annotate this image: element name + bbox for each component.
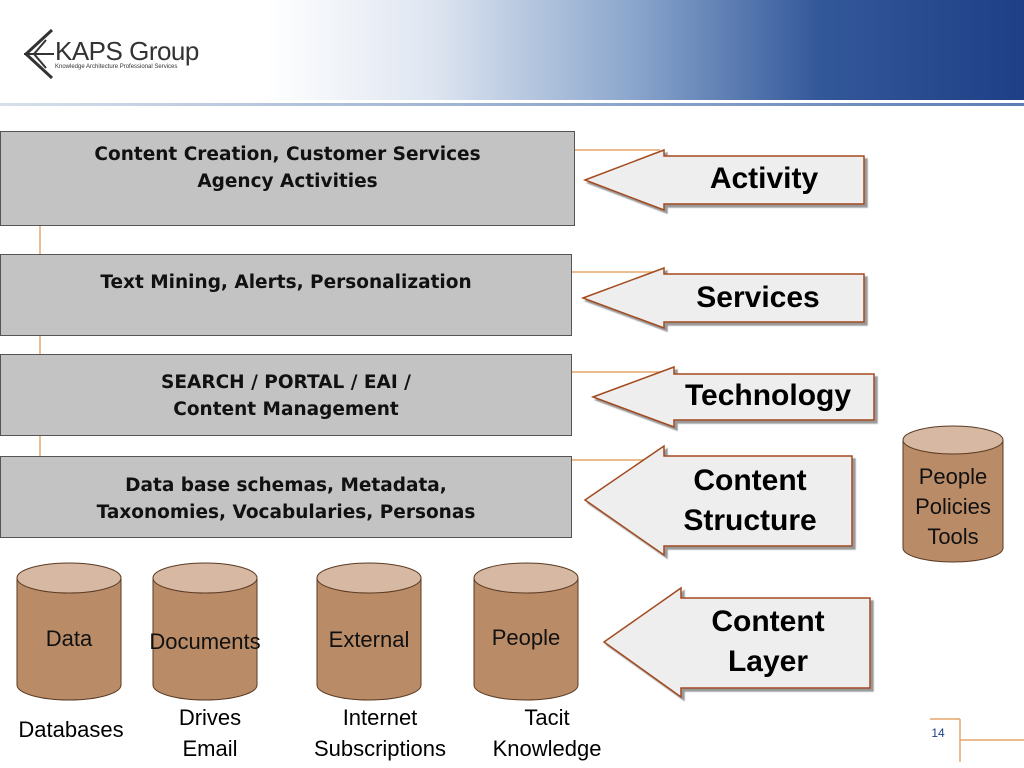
brand-name: KAPS Group [55, 36, 199, 66]
kaps-logo-icon [23, 28, 54, 80]
arrow-label-activity: Activity [664, 161, 864, 197]
arrow-label-line: Technology [684, 379, 852, 412]
cylinder-people [473, 562, 579, 701]
layer-box-services: Text Mining, Alerts, Personalization [0, 254, 572, 336]
arrow-content-structure [583, 444, 853, 557]
brand-tagline: Knowledge Architecture Professional Serv… [55, 64, 178, 70]
arrow-label-line: Services [696, 281, 820, 314]
arrow-content-layer [602, 586, 871, 699]
caption-line: Drives [178, 705, 242, 730]
arrow-activity [582, 148, 865, 212]
page-number: 14 [931, 726, 945, 740]
arrow-label-content-layer: Content Layer [668, 602, 868, 682]
cylinder-label-data: Data [45, 626, 93, 651]
layer-box-content-structure: Data base schemas, Metadata, Taxonomies,… [0, 456, 572, 538]
cylinder-label-external: External [328, 627, 410, 652]
caption-line: Email [182, 736, 238, 761]
arrow-label-services: Services [658, 280, 858, 316]
arrow-label-content-structure: Content Structure [650, 461, 850, 541]
layer-box-line: Data base schemas, Metadata, [125, 475, 447, 496]
layer-box-activity: Content Creation, Customer Services Agen… [0, 131, 575, 226]
slide-header: KAPS Group Knowledge Architecture Profes… [0, 0, 1024, 110]
caption-line: Internet [342, 705, 418, 730]
arrow-technology [590, 365, 875, 429]
side-cylinder-line: People [918, 464, 988, 489]
cylinder-people-policies-tools [902, 425, 1004, 563]
caption-internet-subscriptions: Internet Subscriptions [295, 702, 465, 764]
layer-box-line: Taxonomies, Vocabularies, Personas [96, 502, 476, 523]
cylinder-label-people: People [491, 625, 561, 650]
side-cylinder-line: Tools [927, 524, 979, 549]
layer-box-technology: SEARCH / PORTAL / EAI / Content Manageme… [0, 354, 572, 436]
layer-box-line: Content Management [173, 399, 399, 420]
caption-drives-email: Drives Email [150, 702, 270, 764]
cylinder-label-documents: Documents [149, 629, 261, 654]
arrow-label-line: Layer [727, 645, 809, 678]
arrow-label-line: Content [711, 605, 825, 638]
cylinder-documents [152, 562, 258, 701]
header-divider [0, 103, 1024, 106]
arrow-label-line: Structure [683, 504, 817, 537]
side-cylinder-label: People Policies Tools [903, 462, 1003, 552]
arrow-label-line: Content [693, 464, 807, 497]
layer-box-line: Agency Activities [197, 171, 378, 192]
cylinder-external [316, 562, 422, 701]
layer-box-line: Content Creation, Customer Services [94, 144, 481, 165]
arrow-label-line: Activity [709, 162, 819, 195]
header-gradient-band [0, 0, 1024, 100]
caption-databases: Databases [0, 714, 142, 745]
caption-line: Knowledge [492, 736, 602, 761]
side-cylinder-line: Policies [915, 494, 991, 519]
caption-tacit-knowledge: Tacit Knowledge [472, 702, 622, 764]
caption-line: Databases [18, 717, 124, 742]
cylinder-data [16, 562, 122, 701]
arrow-services [580, 266, 865, 330]
arrow-label-technology: Technology [668, 378, 868, 414]
layer-box-line: Text Mining, Alerts, Personalization [100, 272, 472, 293]
caption-line: Subscriptions [313, 736, 447, 761]
layer-box-line: SEARCH / PORTAL / EAI / [161, 372, 411, 393]
caption-line: Tacit [524, 705, 570, 730]
